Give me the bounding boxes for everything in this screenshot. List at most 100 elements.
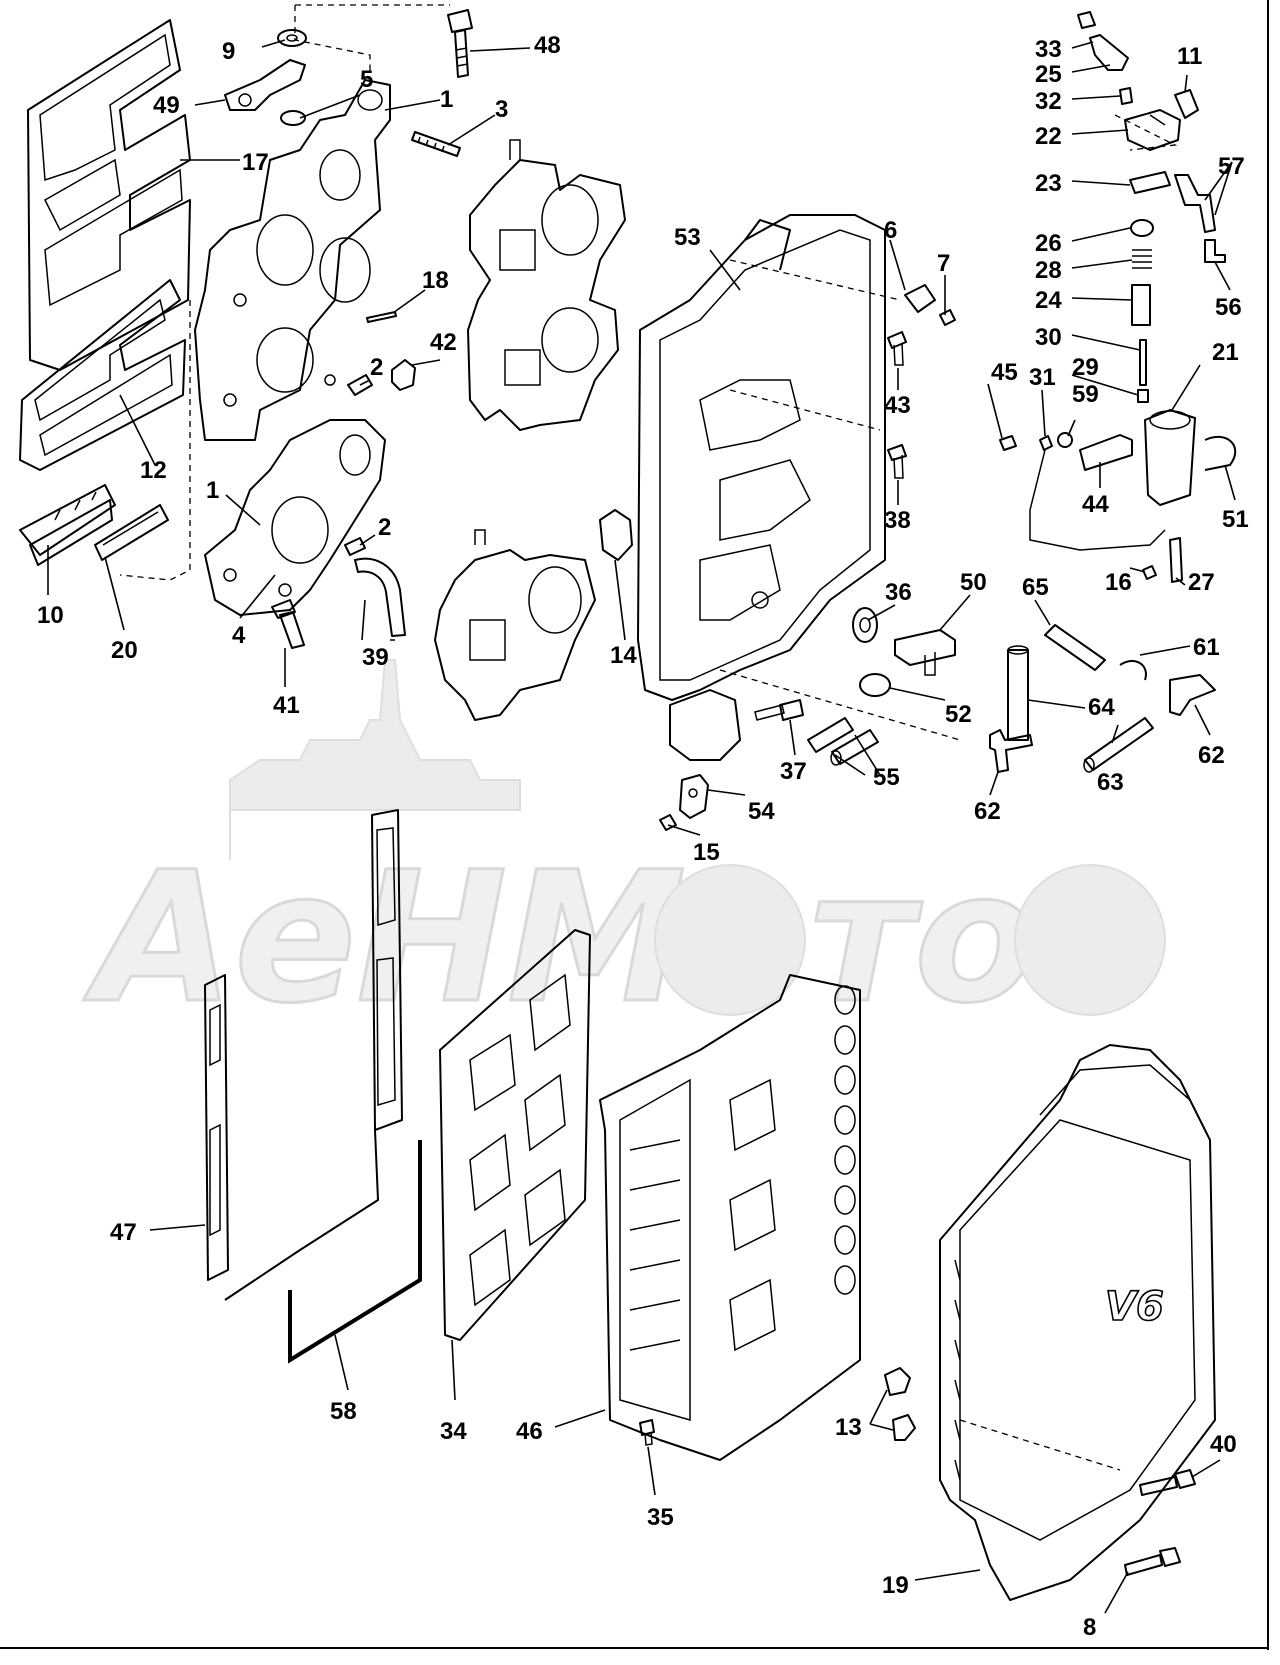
label-7: 7 xyxy=(937,250,950,277)
intake-manifold-upper xyxy=(194,79,391,441)
label-54: 54 xyxy=(748,798,775,825)
fitting-2b xyxy=(344,537,366,556)
gasket-20 xyxy=(94,504,169,561)
label-31: 31 xyxy=(1029,364,1056,391)
label-57: 57 xyxy=(1218,153,1245,180)
tube-63 xyxy=(1083,717,1154,773)
tube-64 xyxy=(1007,645,1029,741)
washer-9 xyxy=(277,29,307,47)
label-4: 4 xyxy=(232,622,246,649)
fitting-2a xyxy=(347,374,373,396)
label-34: 34 xyxy=(440,1418,467,1445)
gasket-47 xyxy=(204,974,229,1281)
v6-badge: V6 xyxy=(1105,1284,1164,1330)
tie-51 xyxy=(1204,435,1237,471)
label-64: 64 xyxy=(1088,694,1115,721)
label-22: 22 xyxy=(1035,123,1062,150)
label-41: 41 xyxy=(273,692,300,719)
plug-42 xyxy=(391,359,416,391)
cap-33-fitting-25 xyxy=(1077,11,1129,71)
bolt-8 xyxy=(1124,1547,1181,1576)
label-63: 63 xyxy=(1097,769,1124,796)
label-1-upper: 1 xyxy=(440,86,453,113)
cover-19: V6 xyxy=(939,1044,1216,1601)
label-23: 23 xyxy=(1035,170,1062,197)
stud-3 xyxy=(411,131,461,157)
label-43: 43 xyxy=(884,392,911,419)
tee-62a xyxy=(989,729,1033,773)
watermark-text: AeHMoто xyxy=(83,834,1038,1043)
label-14: 14 xyxy=(610,642,637,669)
label-5: 5 xyxy=(360,66,373,93)
gasket-34 xyxy=(439,929,591,1341)
bolt-37 xyxy=(754,699,804,721)
leader-lines xyxy=(47,39,1236,1614)
callout-labels: 9 49 5 1 48 3 17 18 42 2 12 1 2 10 20 4 … xyxy=(37,32,1249,1641)
screw-45 xyxy=(999,435,1017,451)
screw-15 xyxy=(659,814,677,831)
label-62-lower: 62 xyxy=(974,798,1001,825)
label-53: 53 xyxy=(674,224,701,251)
label-8: 8 xyxy=(1083,1614,1096,1641)
clamp-44 xyxy=(1079,434,1133,471)
bolt-40 xyxy=(1139,1469,1196,1496)
reed-block-10 xyxy=(19,484,116,566)
gasket-17 xyxy=(27,19,191,371)
pin-30 xyxy=(1139,339,1147,386)
label-42: 42 xyxy=(430,329,457,356)
label-39: 39 xyxy=(362,644,389,671)
plate-46 xyxy=(599,974,861,1461)
bolt-48 xyxy=(447,9,473,78)
label-59: 59 xyxy=(1072,381,1099,408)
cap-26 xyxy=(1130,219,1154,237)
carburetor-lower xyxy=(434,529,596,721)
label-10: 10 xyxy=(37,602,64,629)
label-25: 25 xyxy=(1035,61,1062,88)
clips-13 xyxy=(884,1367,916,1441)
screw-18 xyxy=(366,311,397,323)
label-37: 37 xyxy=(780,758,807,785)
washer-5 xyxy=(280,110,306,126)
label-46: 46 xyxy=(516,1418,543,1445)
label-24: 24 xyxy=(1035,287,1062,314)
label-33: 33 xyxy=(1035,36,1062,63)
label-44: 44 xyxy=(1082,491,1109,518)
bolt-38 xyxy=(887,444,907,479)
label-28: 28 xyxy=(1035,257,1062,284)
screw-32 xyxy=(1119,87,1133,105)
label-26: 26 xyxy=(1035,230,1062,257)
bolt-43 xyxy=(887,331,907,366)
hose-55b xyxy=(807,717,854,753)
label-1-lower: 1 xyxy=(206,477,219,504)
assembly-lines xyxy=(119,4,1178,1471)
label-12: 12 xyxy=(140,457,167,484)
label-49: 49 xyxy=(153,92,180,119)
spring-28 xyxy=(1132,249,1152,269)
bracket-54 xyxy=(679,774,709,819)
label-62-right: 62 xyxy=(1198,742,1225,769)
label-30: 30 xyxy=(1035,324,1062,351)
gasket-58 xyxy=(224,809,422,1364)
hose-65 xyxy=(1044,624,1106,671)
label-27: 27 xyxy=(1188,569,1215,596)
valve-22 xyxy=(1124,109,1181,151)
ring-29 xyxy=(1137,389,1149,403)
solenoid-21 xyxy=(1144,409,1196,506)
hose-39 xyxy=(354,557,406,637)
lever-49 xyxy=(224,59,306,111)
sensor-11 xyxy=(1174,89,1199,119)
hose-57 xyxy=(1174,174,1216,233)
label-38: 38 xyxy=(884,507,911,534)
label-11: 11 xyxy=(1177,43,1202,70)
plate-23 xyxy=(1129,171,1171,194)
label-21: 21 xyxy=(1212,339,1239,366)
label-2-upper: 2 xyxy=(370,354,383,381)
grommet-36 xyxy=(852,607,878,643)
watermark: AeHMoто xyxy=(82,659,1166,1045)
label-2-lower: 2 xyxy=(378,514,391,541)
terminal-27 xyxy=(1169,537,1183,583)
washer-59 xyxy=(1057,432,1073,448)
label-29: 29 xyxy=(1072,354,1099,381)
screw-16 xyxy=(1142,565,1157,580)
